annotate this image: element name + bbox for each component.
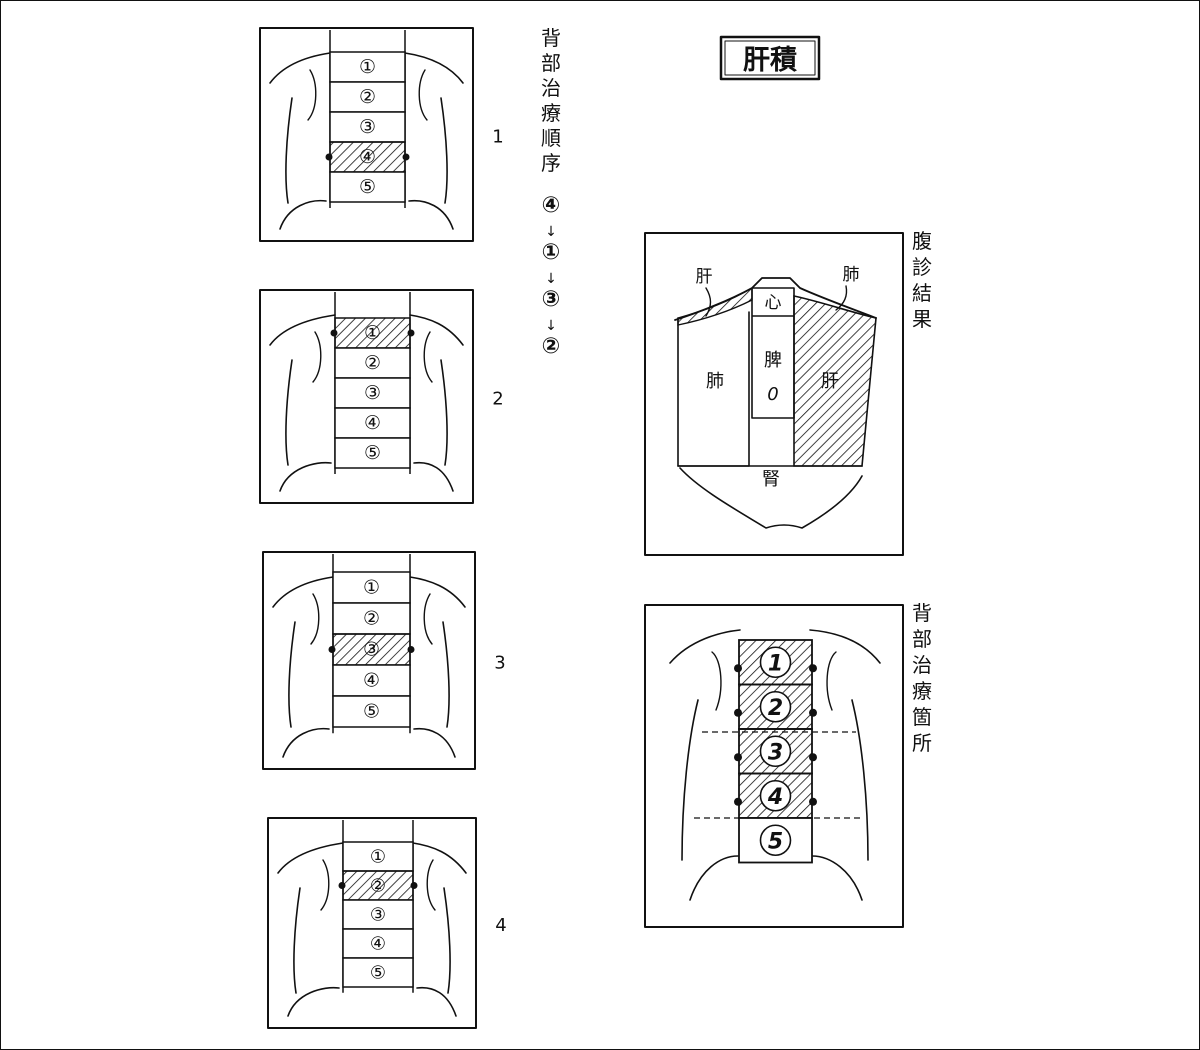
step-number: 1 bbox=[492, 127, 503, 148]
spleen-value: 0 bbox=[767, 384, 778, 405]
treatment-order: 背部治療順序 ④↓①↓③↓② bbox=[541, 26, 561, 359]
down-arrow-icon: ↓ bbox=[545, 271, 557, 287]
segment-label: ③ bbox=[359, 116, 376, 138]
segment-label: ③ bbox=[363, 639, 380, 661]
abdominal-diagnosis-panel: 肝 肺 心 肺 脾 0 肝 腎 bbox=[644, 232, 904, 556]
spine-segment bbox=[342, 928, 414, 959]
step-number: 4 bbox=[495, 915, 506, 936]
title-box: 肝積 bbox=[719, 35, 821, 81]
acupoint-dot bbox=[734, 753, 742, 762]
acupoint-dot bbox=[407, 646, 415, 653]
spine-segment bbox=[342, 957, 414, 988]
spine-segment bbox=[332, 602, 411, 635]
liver-label-upper-left: 肝 bbox=[696, 267, 713, 287]
acupoint-dot bbox=[328, 646, 336, 653]
step-panel: ① ② ③ ④ ⑤ 1 bbox=[259, 27, 504, 242]
down-arrow-icon: ↓ bbox=[545, 318, 557, 334]
treatment-site-label: 3 bbox=[768, 740, 783, 765]
treatment-order-step: ③ bbox=[542, 287, 561, 312]
treatment-sites-heading: 背部治療箇所 bbox=[912, 601, 932, 755]
segment-label: ① bbox=[370, 846, 386, 867]
lung-label: 肺 bbox=[706, 371, 724, 392]
vertical-heading-text: 背部治療箇所 bbox=[912, 601, 932, 755]
page-title: 肝積 bbox=[743, 45, 797, 76]
acupoint-dot bbox=[809, 708, 817, 717]
treatment-order-step: ② bbox=[542, 334, 561, 359]
vertical-heading-text: 腹診結果 bbox=[912, 229, 932, 331]
treatment-site-label: 4 bbox=[767, 785, 783, 810]
segment-label: ④ bbox=[370, 933, 386, 954]
acupoint-dot bbox=[809, 753, 817, 762]
segment-label: ① bbox=[364, 322, 381, 344]
segment-label: ④ bbox=[363, 670, 380, 692]
down-arrow-icon: ↓ bbox=[545, 224, 557, 240]
segment-label: ⑤ bbox=[363, 701, 380, 723]
segment-label: ② bbox=[364, 352, 381, 374]
treatment-site-label: 2 bbox=[768, 696, 783, 721]
acupoint-dot bbox=[734, 797, 742, 806]
segment-label: ⑤ bbox=[370, 962, 386, 983]
spine-segment-hatched bbox=[342, 870, 414, 901]
acupoint-dot bbox=[402, 153, 410, 161]
segment-label: ③ bbox=[364, 382, 381, 404]
segment-label: ② bbox=[359, 86, 376, 108]
vertical-heading-text: 背部治療順序 bbox=[541, 26, 561, 175]
liver-label: 肝 bbox=[821, 371, 839, 392]
acupoint-dot bbox=[410, 882, 418, 889]
spleen-label: 脾 bbox=[764, 350, 782, 371]
segment-label: ④ bbox=[364, 412, 381, 434]
treatment-sites-panel: 1 2 3 4 5 bbox=[644, 604, 904, 928]
segment-label: ⑤ bbox=[359, 176, 376, 198]
spine-segment bbox=[334, 377, 411, 409]
acupoint-dot bbox=[734, 708, 742, 717]
step-number: 3 bbox=[494, 653, 505, 674]
treatment-site-label: 1 bbox=[768, 651, 783, 676]
spine-segment bbox=[332, 695, 411, 728]
segment-label: ② bbox=[363, 608, 380, 630]
spine-segment bbox=[342, 841, 414, 872]
treatment-order-step: ④ bbox=[542, 193, 561, 218]
acupoint-dot bbox=[330, 329, 338, 337]
spine-segment bbox=[329, 171, 406, 203]
abdominal-diagnosis-heading: 腹診結果 bbox=[912, 229, 932, 331]
spine-segment bbox=[332, 571, 411, 604]
acupoint-dot bbox=[809, 797, 817, 806]
treatment-sites-segments: 1 2 3 4 5 bbox=[734, 639, 817, 864]
heart-label: 心 bbox=[765, 293, 782, 313]
spine-segment bbox=[329, 51, 406, 83]
step-panel: ① ② ③ ④ ⑤ 2 bbox=[259, 289, 504, 504]
segment-label: ③ bbox=[370, 904, 386, 925]
segment-label: ⑤ bbox=[364, 442, 381, 464]
acupoint-dot bbox=[407, 329, 415, 337]
segment-label: ② bbox=[370, 875, 386, 896]
acupoint-dot bbox=[325, 153, 333, 161]
step-panel: ① ② ③ ④ ⑤ 3 bbox=[262, 551, 506, 770]
segment-label: ① bbox=[359, 56, 376, 78]
spine-segment bbox=[334, 407, 411, 439]
spine-segment bbox=[332, 664, 411, 697]
step-panel: ① ② ③ ④ ⑤ 4 bbox=[267, 817, 507, 1029]
acupoint-dot bbox=[809, 664, 817, 673]
spine-segment bbox=[334, 347, 411, 379]
step-panels: ① ② ③ ④ ⑤ 1 ① ② ③ ④ ⑤ 2 ① ② ③ ④ ⑤ 3 ① ② ③ ④ ⑤ 4 bbox=[259, 27, 507, 1029]
acupoint-dot bbox=[338, 882, 346, 889]
treatment-order-step: ① bbox=[542, 240, 561, 265]
acupoint-dot bbox=[734, 664, 742, 673]
treatment-site-label: 5 bbox=[768, 829, 783, 854]
treatment-order-steps: ④↓①↓③↓② bbox=[542, 193, 561, 359]
segment-label: ④ bbox=[359, 146, 376, 168]
step-number: 2 bbox=[492, 389, 503, 410]
spine-segment bbox=[334, 437, 411, 469]
lung-label-upper-right: 肺 bbox=[843, 265, 860, 285]
spine-segment bbox=[329, 81, 406, 113]
segment-label: ① bbox=[363, 577, 380, 599]
treatment-order-heading: 背部治療順序 bbox=[541, 26, 561, 175]
kidney-label: 腎 bbox=[762, 469, 780, 490]
